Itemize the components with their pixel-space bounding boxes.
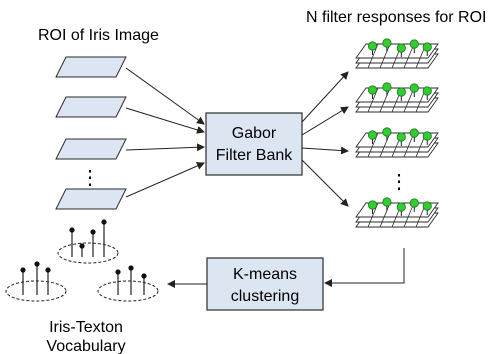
response-node (422, 131, 432, 141)
arrow-roi2-gabor (125, 107, 205, 134)
texton-dot (79, 243, 85, 249)
texton-dot (69, 227, 75, 233)
response-grid-line (379, 43, 391, 69)
texton-cluster-ellipse (97, 280, 159, 302)
arrow-roi4-gabor (125, 162, 205, 198)
roi-image-3 (55, 138, 127, 160)
vocabulary-label-line1: Iris-Texton (49, 319, 123, 336)
texton-cluster-ellipse (5, 280, 67, 302)
response-node (367, 130, 378, 140)
filter-response-1 (355, 38, 439, 69)
kmeans-label-line1: K-means (233, 266, 297, 283)
roi-image-1 (55, 56, 127, 78)
gabor-label-line1: Gabor (232, 125, 277, 142)
texton-dot (101, 219, 107, 225)
response-node (409, 128, 419, 138)
vocabulary-label-line2: Vocabulary (46, 338, 125, 354)
texton-cluster-ellipse (57, 242, 119, 264)
arrow-roi1-gabor (125, 67, 205, 125)
response-node (367, 85, 378, 95)
texton-dot (90, 229, 96, 235)
response-node (396, 132, 406, 142)
response-node (367, 41, 378, 51)
response-node (382, 82, 392, 92)
response-grid-line (379, 132, 391, 158)
response-node (367, 200, 378, 210)
response-grid-line (379, 87, 391, 113)
response-node (396, 43, 406, 53)
arrow-gabor-resp3 (301, 146, 349, 155)
response-node (382, 197, 392, 207)
roi-title: ROI of Iris Image (38, 27, 159, 44)
response-node (382, 38, 392, 48)
roi-image-4 (55, 188, 127, 210)
response-node (396, 87, 406, 97)
texton-dot (128, 265, 134, 271)
roi-image-2 (55, 96, 127, 118)
arrow-roi3-gabor (125, 143, 205, 152)
gabor-to-response-arrows (301, 71, 349, 207)
arrow-gabor-resp1 (301, 71, 349, 123)
roi-ellipsis: ⋮ (80, 167, 100, 189)
response-node (396, 202, 406, 212)
arrow-gabor-resp2 (301, 106, 349, 136)
response-node (422, 42, 432, 52)
texton-dot (20, 267, 26, 273)
kmeans-label-line2: clustering (231, 288, 299, 305)
gabor-filter-bank-box (205, 112, 303, 176)
gabor-label-line2: Filter Bank (216, 147, 293, 164)
kmeans-clustering-box (206, 257, 324, 311)
response-node (409, 83, 419, 93)
responses-title: N filter responses for ROI (306, 9, 487, 26)
response-node (409, 198, 419, 208)
texton-dot (34, 261, 40, 267)
filter-response-4 (355, 197, 439, 228)
filter-response-3 (355, 127, 439, 158)
response-node (409, 39, 419, 49)
responses-to-kmeans-arrow (324, 248, 405, 287)
response-node (422, 86, 432, 96)
responses-ellipsis: ⋮ (389, 171, 409, 193)
filter-response-2 (355, 82, 439, 113)
response-node (382, 127, 392, 137)
response-grid-line (379, 202, 391, 228)
roi-image-stack (55, 56, 127, 210)
texton-dot (141, 273, 147, 279)
texton-vocabulary (5, 219, 159, 302)
texton-dot (45, 267, 51, 273)
texton-dot (115, 269, 121, 275)
response-node (422, 201, 432, 211)
roi-to-gabor-arrows (125, 67, 205, 198)
arrow-gabor-resp4 (301, 159, 349, 207)
